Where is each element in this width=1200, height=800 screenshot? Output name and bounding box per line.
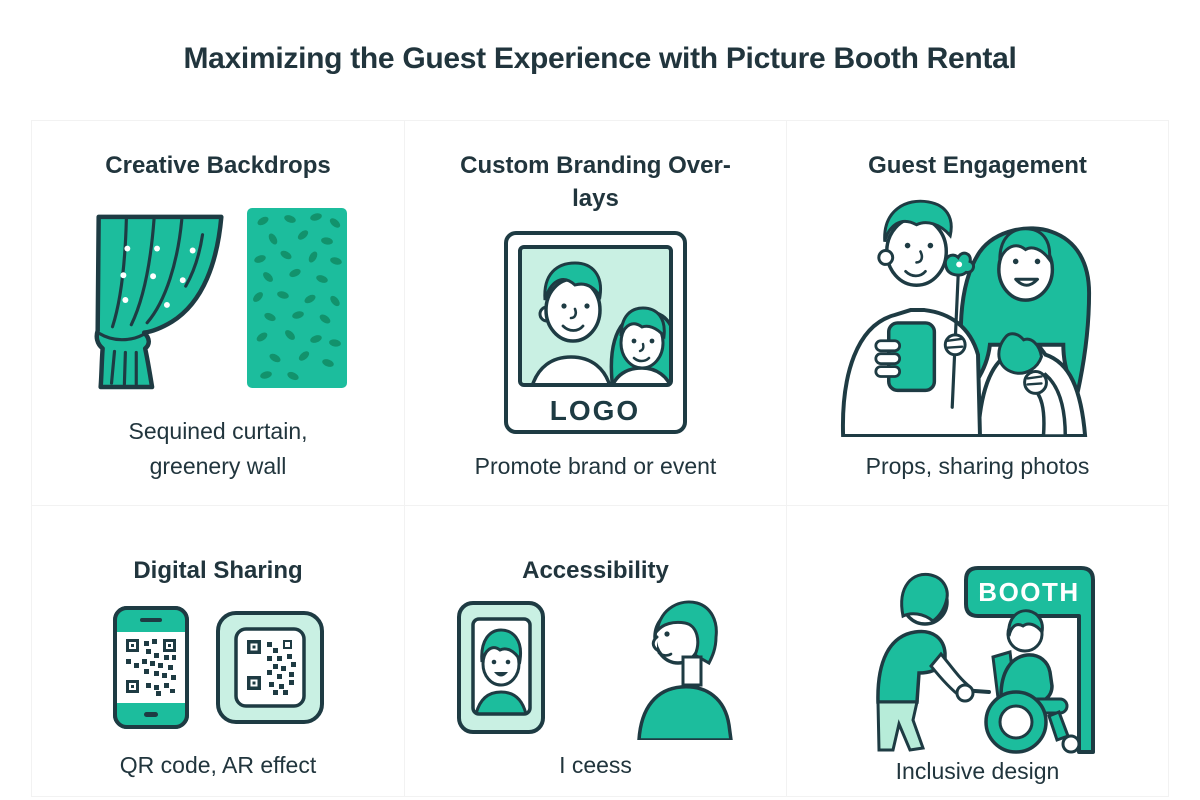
card-title: Accessibility (522, 557, 669, 584)
card-creative-backdrops: Creative Backdrops (32, 121, 405, 506)
qr-code-card-icon (215, 611, 324, 724)
card-guest-engagement: Guest Engagement (787, 121, 1168, 506)
person-profile-icon (636, 600, 733, 740)
card-caption: Sequined curtain, greenery wall (128, 418, 308, 479)
greenery-wall-icon (246, 208, 347, 388)
card-caption: Promote brand or event (474, 453, 717, 479)
card-caption: I ceess (559, 752, 632, 778)
card-art: BOOTH (853, 554, 1103, 754)
card-inclusive-design: BOOTH (787, 506, 1168, 796)
feature-grid: Creative Backdrops (31, 120, 1169, 797)
card-digital-sharing: Digital Sharing (32, 506, 405, 796)
card-art (456, 587, 736, 748)
card-title: Creative Backdrops (105, 152, 331, 179)
card-title: Guest Engagement (868, 152, 1087, 179)
sequined-curtain-icon (94, 214, 224, 389)
card-accessibility: Accessibility (405, 506, 787, 796)
portrait-photo-icon (456, 601, 545, 734)
wheelchair-assist-icon: BOOTH (875, 566, 1095, 754)
card-caption: Props, sharing photos (865, 453, 1090, 479)
booth-sign: BOOTH (963, 566, 1095, 754)
booth-sign-label: BOOTH (978, 577, 1079, 607)
logo-label: LOGO (550, 395, 640, 426)
card-title: Digital Sharing (133, 557, 303, 584)
phone-qr-code-icon (112, 606, 189, 729)
card-caption: Inclusive design (895, 758, 1060, 784)
guests-with-props-icon (840, 199, 1091, 437)
card-title: Custom Branding Over- lays (460, 152, 731, 212)
branded-photo-frame-icon: LOGO (504, 230, 687, 434)
card-art (829, 182, 1127, 449)
card-art: LOGO (503, 215, 688, 449)
card-custom-branding-overlays: Custom Branding Over- lays (405, 121, 787, 506)
card-art (90, 182, 347, 414)
card-caption: QR code, AR effect (119, 752, 317, 778)
page-title: Maximizing the Guest Experience with Pic… (183, 42, 1017, 75)
card-art (112, 587, 325, 748)
